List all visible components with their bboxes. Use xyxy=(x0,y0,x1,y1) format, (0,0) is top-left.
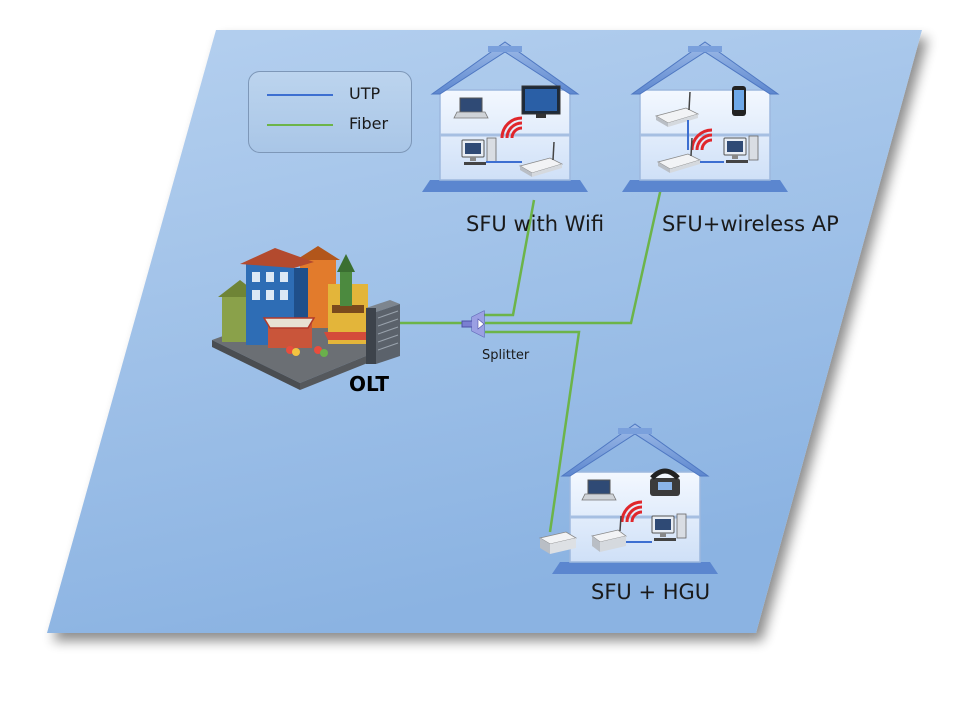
legend-label-fiber: Fiber xyxy=(349,114,389,133)
olt-city-buildings-icon xyxy=(212,246,400,390)
legend: UTP Fiber xyxy=(248,71,412,153)
ont-box-icon xyxy=(538,531,578,554)
splitter-icon xyxy=(461,310,485,338)
laptop-icon xyxy=(453,97,489,119)
fiber-link-splitter-house3 xyxy=(485,330,581,533)
house3-label: SFU + HGU xyxy=(591,580,711,604)
house2-house-icon xyxy=(620,40,790,194)
house1-label: SFU with Wifi xyxy=(466,212,605,236)
olt-rack-icon xyxy=(366,300,400,364)
hgu-device-icon xyxy=(591,515,627,552)
laptop-icon xyxy=(581,479,617,501)
legend-item-fiber: Fiber xyxy=(267,114,407,134)
house1-house-icon xyxy=(420,40,590,194)
legend-label-utp: UTP xyxy=(349,84,381,103)
mobile-phone-icon xyxy=(732,86,746,116)
fiber-link-splitter-house2 xyxy=(485,169,667,325)
house3-house-icon xyxy=(550,422,720,576)
legend-item-utp: UTP xyxy=(267,84,407,104)
splitter-label: Splitter xyxy=(482,348,530,363)
fiber-links xyxy=(395,169,667,533)
tv-icon xyxy=(521,85,561,118)
fiber-line-swatch xyxy=(267,124,333,126)
olt-label: OLT xyxy=(349,372,390,396)
house2-label: SFU+wireless AP xyxy=(662,212,839,236)
telephone-icon xyxy=(650,468,680,496)
utp-line-swatch xyxy=(267,94,333,96)
fiber-link-splitter-house1 xyxy=(483,199,536,317)
